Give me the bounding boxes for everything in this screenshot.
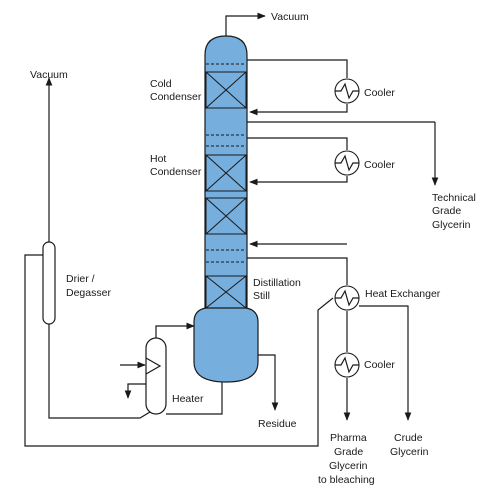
packing-bed-1 xyxy=(205,71,247,109)
vacuum-top-line xyxy=(225,12,266,36)
label-cooler-2: Cooler xyxy=(364,159,395,171)
cooler-2-loop xyxy=(247,137,348,186)
packing-bed-2 xyxy=(205,154,247,192)
label-cooler-1: Cooler xyxy=(364,87,395,99)
label-residue: Residue xyxy=(258,418,297,430)
label-cold-condenser-2: Condenser xyxy=(150,91,202,103)
label-cooler-3: Cooler xyxy=(364,359,395,371)
heater-condensate-out xyxy=(124,383,146,399)
label-heat-exchanger: Heat Exchanger xyxy=(365,288,441,300)
label-pharma-2: Grade xyxy=(334,446,363,458)
label-vacuum-top: Vacuum xyxy=(271,11,309,23)
label-pharma-3: Glycerin xyxy=(329,460,368,472)
residue-line xyxy=(258,354,279,411)
distillation-still-vessel xyxy=(193,307,259,383)
label-technical-3: Glycerin xyxy=(432,219,471,231)
packing-bed-3 xyxy=(205,197,247,235)
cooler-1-loop xyxy=(247,59,439,186)
heater-vessel xyxy=(145,337,167,415)
still-to-heater-line xyxy=(166,382,223,415)
heat-exchanger-icon xyxy=(334,285,360,311)
label-drier-2: Degasser xyxy=(66,287,111,299)
label-still-2: Still xyxy=(253,290,270,302)
distillation-column xyxy=(204,35,248,311)
label-cold-condenser-1: Cold xyxy=(150,78,172,90)
label-hot-condenser-2: Condenser xyxy=(150,166,202,178)
drier-to-heater-line xyxy=(48,324,151,419)
label-hot-condenser-1: Hot xyxy=(150,153,166,165)
label-drier-1: Drier / xyxy=(66,273,95,285)
cooler-1-icon xyxy=(334,78,360,104)
heat-exchanger-lines xyxy=(24,240,412,447)
label-vacuum-left: Vacuum xyxy=(30,69,68,81)
cooler-2-icon xyxy=(334,150,360,176)
label-crude-1: Crude xyxy=(394,432,423,444)
label-still-1: Distillation xyxy=(253,277,301,289)
label-heater: Heater xyxy=(172,393,204,405)
label-technical-1: Technical xyxy=(432,192,476,204)
label-crude-2: Glycerin xyxy=(390,446,429,458)
cooler-3-icon xyxy=(334,352,360,378)
label-technical-2: Grade xyxy=(432,205,461,217)
label-pharma-4: to bleaching xyxy=(318,474,375,486)
heater-to-still-line xyxy=(155,322,195,338)
drier-degasser-vessel xyxy=(42,241,56,325)
label-pharma-1: Pharma xyxy=(330,432,367,444)
